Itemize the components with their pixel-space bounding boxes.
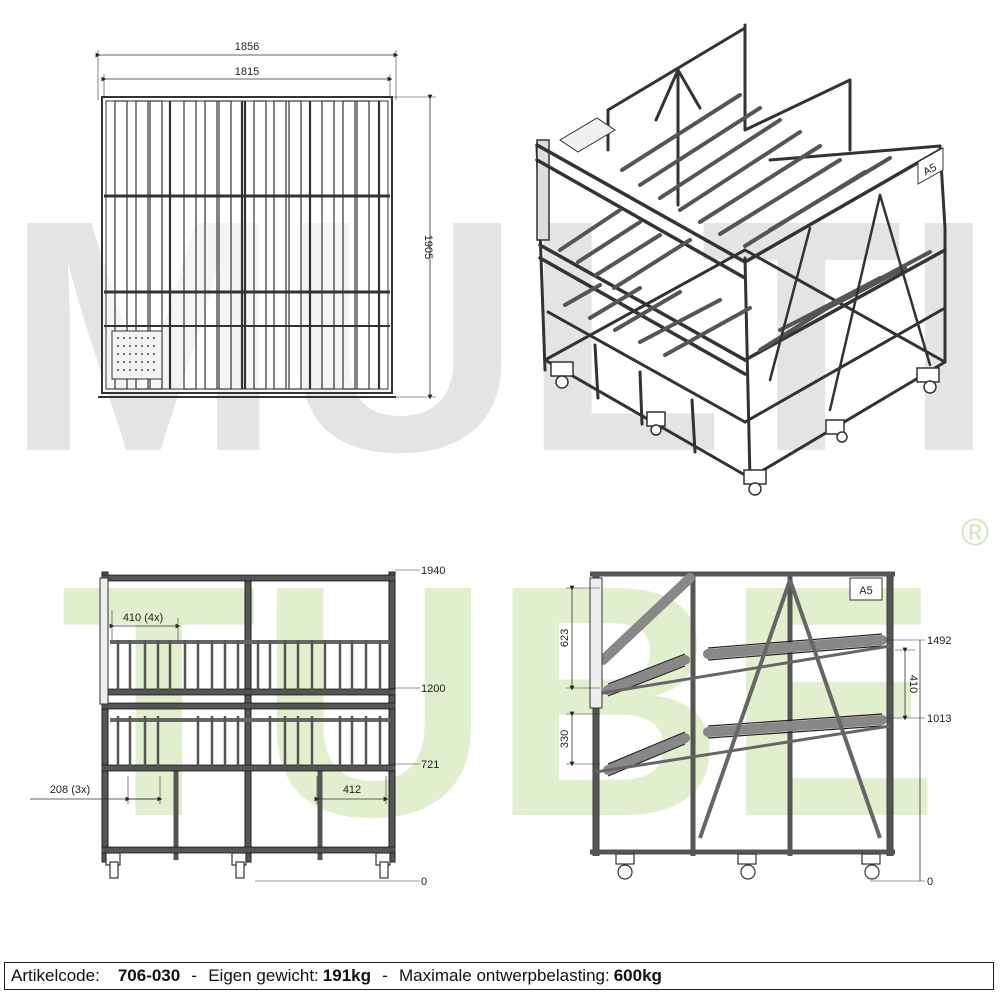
load-value: 600kg	[613, 966, 662, 985]
separator-2: -	[382, 966, 388, 985]
isometric-view	[535, 23, 947, 496]
weight-label: Eigen gewicht:	[208, 966, 319, 985]
weight-value: 191kg	[322, 966, 371, 985]
dim-upper-return: 623	[559, 629, 571, 647]
dim-bottom-bay: 412	[343, 784, 361, 796]
dim-lower-return: 330	[559, 730, 571, 748]
dim-height-1940: 1940	[421, 565, 445, 577]
dim-overall-width: 1856	[235, 41, 259, 53]
dim-lane-pitch: 410 (4x)	[123, 612, 163, 624]
top-view	[95, 50, 436, 400]
dim-level-gap: 410	[907, 675, 919, 693]
side-label-a5: A5	[859, 585, 872, 597]
dim-height-1013: 1013	[927, 713, 951, 725]
dim-depth: 1905	[422, 235, 434, 259]
watermark-registered: ®	[961, 512, 989, 554]
code-label: Artikelcode:	[11, 966, 100, 985]
dim-height-721: 721	[421, 759, 439, 771]
dim-height-1200: 1200	[421, 683, 445, 695]
front-view	[30, 569, 420, 882]
side-view	[566, 571, 925, 882]
separator-1: -	[191, 966, 198, 985]
load-label: Maximale ontwerpbelasting:	[399, 966, 610, 985]
dim-height-1492: 1492	[927, 635, 951, 647]
dim-inner-width: 1815	[235, 66, 259, 78]
dim-small-pitch: 208 (3x)	[50, 784, 90, 796]
watermark-tube: TUBE	[60, 516, 940, 885]
spec-footer: Artikelcode: 706-030 - Eigen gewicht: 19…	[4, 962, 994, 990]
code-value: 706-030	[117, 966, 181, 985]
dim-height-0-side: 0	[927, 876, 933, 888]
dim-height-0: 0	[421, 876, 427, 888]
iso-label-a5: A5	[921, 162, 939, 179]
